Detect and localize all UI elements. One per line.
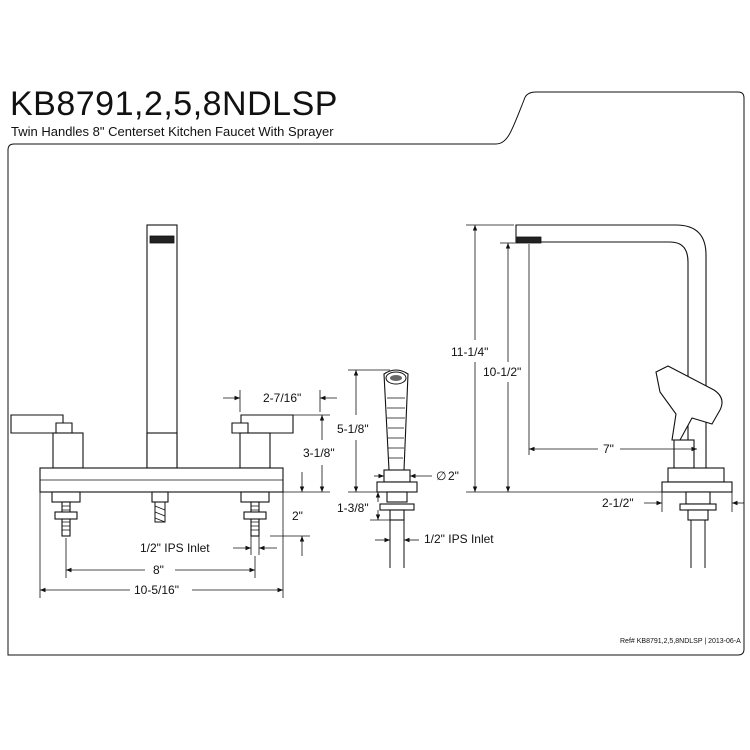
dim-sprayer-diameter: 2": [448, 469, 459, 483]
sprayer-dimensions: 5-1/8" ∅ 2" 1-3/8" 1/2" IPS Inlet: [337, 369, 494, 546]
dim-sprayer-shank: 1-3/8": [337, 501, 369, 515]
dim-sprayer-inlet: 1/2" IPS Inlet: [424, 532, 494, 546]
dim-shank-length: 2": [292, 509, 303, 523]
side-dimensions: 11-1/4" 10-1/2" 7" 2-1/2": [451, 224, 744, 512]
dim-handle-width: 2-7/16": [263, 391, 301, 405]
dim-spout-clearance: 10-1/2": [483, 365, 521, 379]
dim-spout-height: 11-1/4": [451, 345, 488, 359]
model-number: KB8791,2,5,8NDLSP: [10, 85, 338, 123]
faucet-side-view: [515, 224, 733, 568]
drawing-frame: [7, 91, 745, 656]
product-subtitle: Twin Handles 8" Centerset Kitchen Faucet…: [11, 124, 334, 139]
dim-spout-reach: 7": [603, 442, 614, 456]
dim-base-width: 2-1/2": [602, 496, 634, 510]
dim-sprayer-height: 5-1/8": [337, 422, 369, 436]
dim-deck-height: 3-1/8": [303, 446, 335, 460]
faucet-front-view: [10, 224, 294, 537]
sprayer-view: [376, 369, 418, 568]
dim-diameter-symbol: ∅: [436, 469, 446, 483]
front-dimensions: 2-7/16" 3-1/8" 2" 1/2" IPS Inlet 8" 10-5…: [39, 390, 337, 598]
dim-inlet: 1/2" IPS Inlet: [140, 541, 210, 555]
dim-overall-width: 10-5/16": [134, 583, 179, 597]
dim-centers: 8": [153, 563, 164, 577]
reference-code: Ref# KB8791,2,5,8NDLSP | 2013-06-A: [620, 638, 741, 645]
